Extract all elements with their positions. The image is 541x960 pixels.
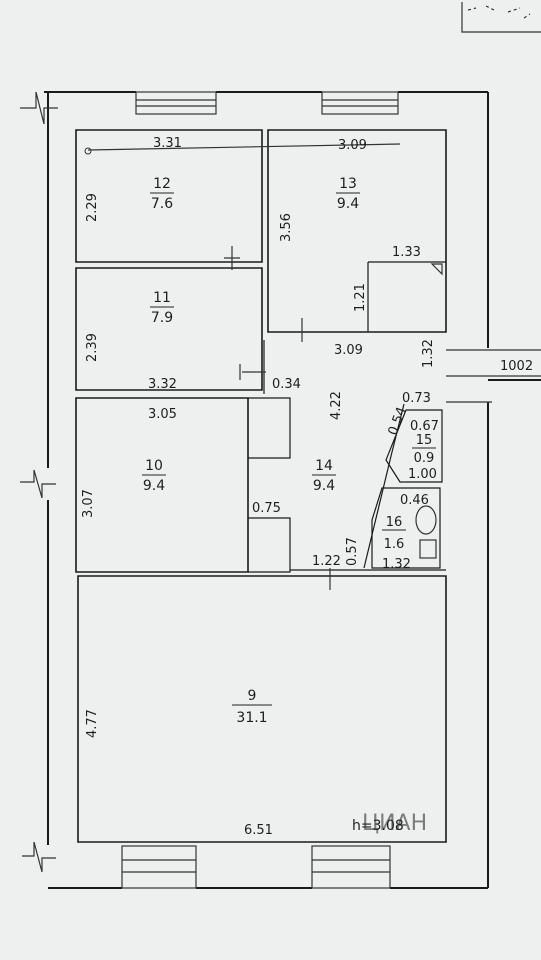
room-number: 10 [145, 458, 163, 474]
room-15: 15 0.9 [412, 433, 436, 466]
dim-1-00: 1.00 [408, 467, 437, 482]
inner-walls [75, 129, 447, 843]
room-number: 11 [153, 290, 171, 306]
room-area: 1.6 [384, 537, 405, 552]
dim-3-31: 3.31 [153, 136, 182, 151]
dim-3-56: 3.56 [279, 213, 294, 242]
room-13: 13 9.4 [336, 176, 360, 212]
room-14: 14 9.4 [312, 458, 336, 494]
dim-0-67: 0.67 [410, 419, 439, 434]
room-number: 16 [386, 515, 403, 530]
dim-1-21: 1.21 [353, 283, 368, 312]
dim-2-29: 2.29 [85, 193, 100, 222]
dim-0-34: 0.34 [272, 377, 301, 392]
dim-3-09-top: 3.09 [338, 138, 367, 153]
corner-stamp [461, 2, 541, 33]
dimension-labels: 3.31 3.09 2.29 3.56 1.33 1.21 2.39 3.09 … [81, 136, 533, 838]
dim-0-73: 0.73 [402, 391, 431, 406]
room-number: 12 [153, 176, 171, 192]
dim-3-07: 3.07 [81, 489, 96, 518]
room-9: 9 31.1 [232, 688, 272, 726]
watermark-text: ЦИАН [362, 811, 427, 836]
room-area: 7.9 [151, 310, 173, 326]
dim-2-39: 2.39 [85, 333, 100, 362]
dim-1-32-bottom: 1.32 [382, 557, 411, 572]
room-area: 9.4 [337, 196, 359, 212]
room-number: 9 [248, 688, 257, 704]
external-reference: 1002 [500, 359, 533, 374]
dim-1-22: 1.22 [312, 554, 341, 569]
sink-icon [419, 539, 437, 559]
room-area: 0.9 [414, 451, 435, 466]
vent-icon [430, 263, 443, 276]
windows [121, 91, 399, 889]
room-area: 31.1 [236, 710, 267, 726]
dim-4-77: 4.77 [85, 709, 100, 738]
room-12: 12 7.6 [150, 176, 174, 212]
dim-4-22: 4.22 [329, 391, 344, 420]
room-labels: 12 7.6 13 9.4 11 7.9 10 9.4 14 9.4 15 0.… [142, 176, 436, 726]
dim-3-32: 3.32 [148, 377, 177, 392]
room-10: 10 9.4 [142, 458, 166, 494]
window-top-left [135, 91, 217, 115]
dim-1-33: 1.33 [392, 245, 421, 260]
dim-1-32-right: 1.32 [421, 339, 436, 368]
window-top-right [321, 91, 399, 115]
dim-3-05: 3.05 [148, 407, 177, 422]
window-bottom-left [121, 845, 197, 889]
dim-0-54: 0.54 [386, 405, 410, 437]
room-area: 9.4 [313, 478, 335, 494]
room-area: 7.6 [151, 196, 173, 212]
window-bottom-right [311, 845, 391, 889]
dim-0-46: 0.46 [400, 493, 429, 508]
room-16: 16 1.6 [382, 515, 406, 552]
toilet-icon [415, 505, 437, 535]
dim-3-09-mid: 3.09 [334, 343, 363, 358]
room-number: 14 [315, 458, 333, 474]
outer-walls [20, 91, 541, 889]
dim-6-51: 6.51 [244, 823, 273, 838]
room-area: 9.4 [143, 478, 165, 494]
room-number: 13 [339, 176, 357, 192]
room-number: 15 [416, 433, 433, 448]
dim-0-75: 0.75 [252, 501, 281, 516]
reference-dot [84, 147, 92, 155]
room-11: 11 7.9 [150, 290, 174, 326]
ceiling-height-note: h=3.08 [352, 818, 404, 834]
dim-0-57: 0.57 [345, 537, 360, 566]
